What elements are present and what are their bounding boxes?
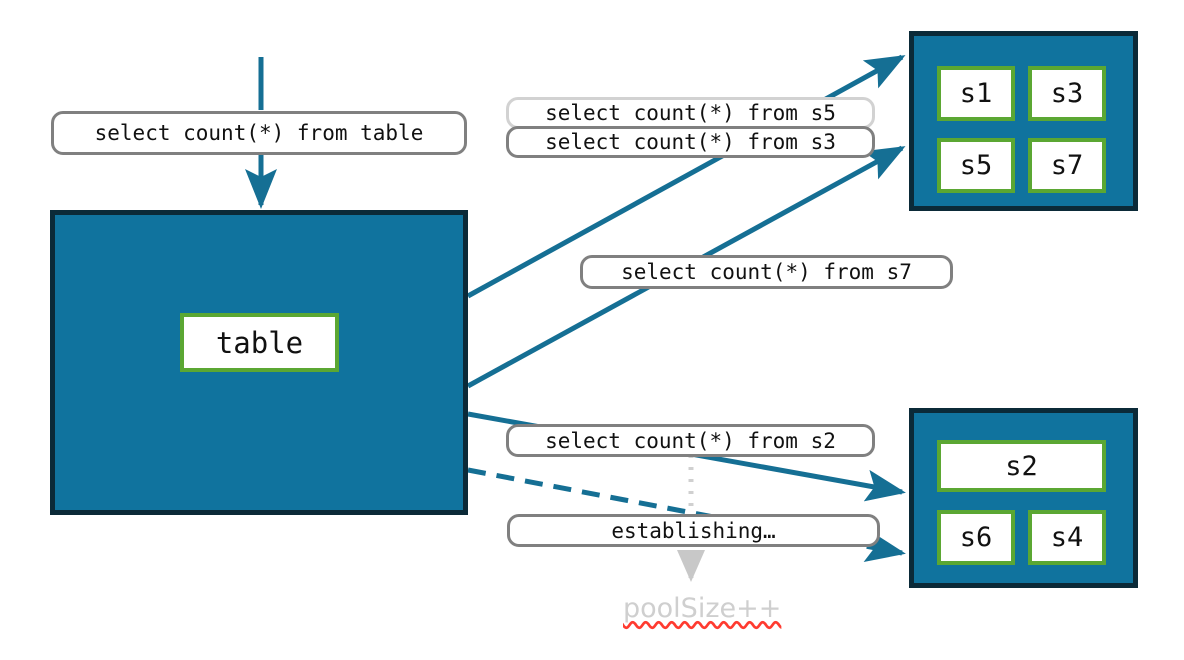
node-s5-label: s5 [959,150,993,181]
node-s7-label: s7 [1050,150,1084,181]
node-table-label: table [215,325,304,360]
annotation-poolsize-text: poolSize++ [623,593,782,624]
query-pill-s3: select count(*) from s3 [506,126,875,158]
node-s6[interactable]: s6 [937,510,1015,565]
node-s3[interactable]: s3 [1028,66,1106,121]
node-s4-label: s4 [1050,522,1084,553]
node-s3-label: s3 [1050,78,1084,109]
node-s1[interactable]: s1 [937,66,1015,121]
node-s6-label: s6 [959,522,993,553]
query-pill-s5-text: select count(*) from s5 [545,101,836,125]
node-s1-label: s1 [959,78,993,109]
entry-query-label: select count(*) from table [51,111,467,155]
annotation-poolsize: poolSize++ [623,593,781,624]
source-database-pool [50,210,468,515]
status-pill-establishing: establishing… [507,514,880,547]
status-pill-text: establishing… [611,518,776,543]
entry-query-text: select count(*) from table [94,121,424,145]
node-s2-label: s2 [1005,450,1038,482]
query-pill-s2-text: select count(*) from s2 [545,428,836,453]
query-pill-s5: select count(*) from s5 [506,97,875,129]
query-pill-s3-text: select count(*) from s3 [545,130,836,154]
node-s5[interactable]: s5 [937,138,1015,193]
node-s4[interactable]: s4 [1028,510,1106,565]
query-pill-s7-text: select count(*) from s7 [621,260,912,284]
query-pill-s2: select count(*) from s2 [506,424,875,457]
node-s7[interactable]: s7 [1028,138,1106,193]
query-pill-s7: select count(*) from s7 [580,255,953,289]
node-s2[interactable]: s2 [937,440,1106,492]
node-table[interactable]: table [180,313,339,372]
